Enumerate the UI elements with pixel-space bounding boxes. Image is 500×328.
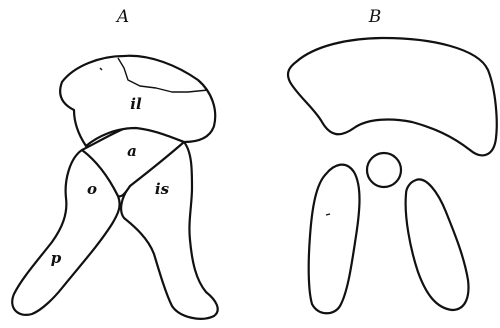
panel-b: B	[288, 7, 497, 313]
label-ischium: is	[155, 180, 170, 198]
pubis-shape	[12, 150, 119, 315]
blade-shape	[288, 38, 497, 155]
panel-b-heading: B	[368, 7, 382, 27]
label-pubis: p	[51, 249, 62, 267]
label-ilium: il	[130, 95, 142, 113]
label-acetabulum: a	[127, 142, 137, 160]
panel-a-heading: A	[115, 7, 129, 27]
label-os: o	[87, 180, 97, 198]
right-elongated-element	[406, 179, 469, 310]
element-mark	[326, 214, 330, 215]
round-element	[367, 153, 401, 187]
panel-a: A il a o is p	[12, 7, 217, 319]
left-elongated-element	[309, 165, 360, 314]
